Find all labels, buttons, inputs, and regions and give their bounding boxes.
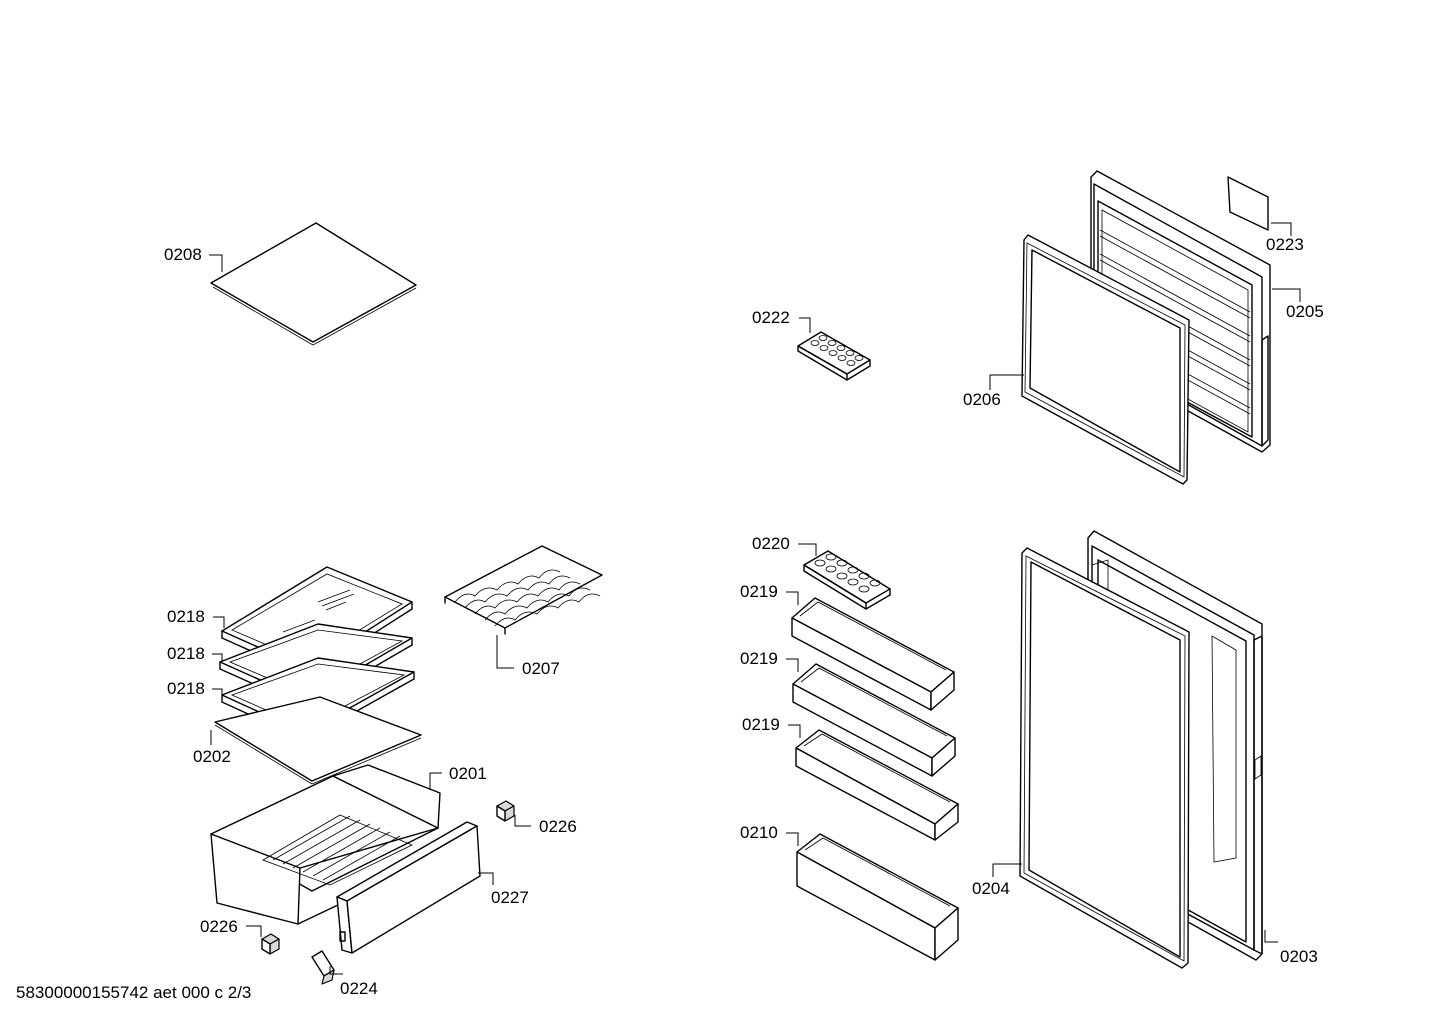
document-code: 58300000155742 aet 000 c 2/3 (16, 983, 251, 1002)
callout-0219-b: 0219 (740, 649, 778, 668)
callout-0222: 0222 (752, 308, 790, 327)
callout-0219-c: 0219 (742, 715, 780, 734)
part-0226-clip-lower (261, 933, 280, 955)
callout-0218-a: 0218 (167, 607, 205, 626)
callout-0227: 0227 (491, 888, 529, 907)
callout-0226-a: 0226 (539, 817, 577, 836)
callout-0202: 0202 (193, 747, 231, 766)
callout-0220: 0220 (752, 534, 790, 553)
part-0207-bottle-rack (444, 545, 603, 635)
callout-0226-b: 0226 (200, 917, 238, 936)
part-0206-freezer-seal (1021, 234, 1190, 485)
part-0220-egg-tray (803, 550, 891, 610)
part-0224-bracket (311, 950, 335, 985)
part-0226-clip-upper (496, 800, 515, 822)
callout-0219-a: 0219 (740, 582, 778, 601)
part-0219-balcony-1 (791, 597, 955, 711)
part-0223-label (1227, 176, 1269, 231)
callout-0204: 0204 (972, 879, 1010, 898)
callout-0224: 0224 (340, 979, 378, 998)
part-0204-fridge-seal (1019, 547, 1190, 969)
callout-0208: 0208 (164, 245, 202, 264)
callout-0206: 0206 (963, 390, 1001, 409)
part-0202-crisper-cover (214, 696, 422, 785)
part-0201-crisper-drawer (210, 764, 441, 925)
callout-0210: 0210 (740, 823, 778, 842)
part-0222-egg-tray (797, 331, 871, 381)
part-0210-bottle-balcony (796, 833, 959, 961)
callout-0201: 0201 (449, 764, 487, 783)
part-0219-balcony-2 (792, 663, 956, 777)
part-0208-cover-plate (210, 222, 417, 346)
callout-0205: 0205 (1286, 302, 1324, 321)
part-0227-drawer-front (336, 821, 481, 954)
callout-0207: 0207 (522, 659, 560, 678)
callout-0218-c: 0218 (167, 679, 205, 698)
part-0219-balcony-3 (795, 729, 959, 841)
callout-0203: 0203 (1280, 947, 1318, 966)
callout-0218-b: 0218 (167, 644, 205, 663)
callout-0223: 0223 (1266, 235, 1304, 254)
